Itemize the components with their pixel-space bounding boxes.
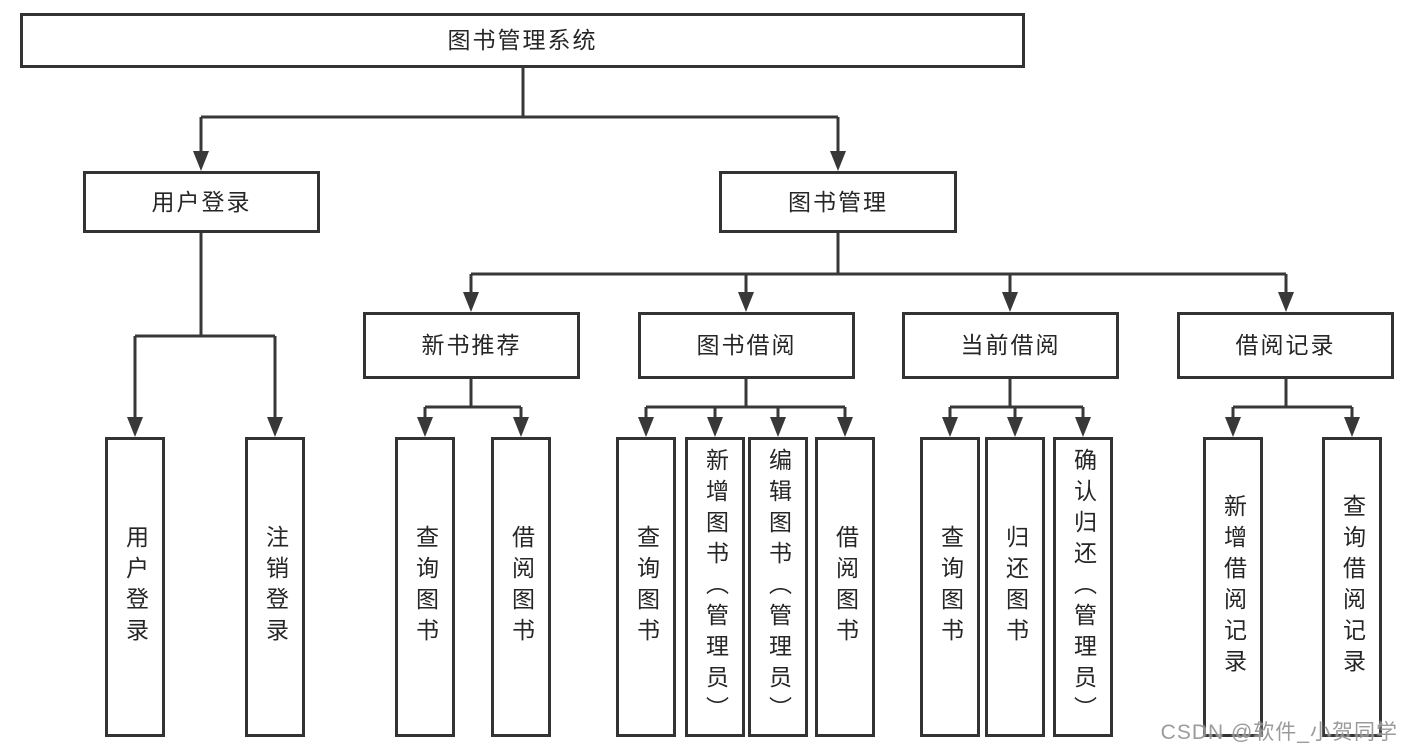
arrowhead-icon: [1002, 292, 1018, 312]
leaf-query-books-borrow: 查询图书: [616, 437, 676, 737]
leaf-user-login: 用户登录: [105, 437, 165, 737]
leaf-add-books-admin: 新增图书（管理员）: [685, 437, 745, 737]
leaf-label: 查询借阅记录: [1339, 494, 1366, 680]
node-current-borrowing: 当前借阅: [902, 312, 1119, 379]
leaf-label: 编辑图书（管理员）: [765, 447, 792, 727]
node-book-borrowing: 图书借阅: [638, 312, 855, 379]
arrowhead-icon: [837, 417, 853, 437]
arrowhead-icon: [638, 417, 654, 437]
node-label: 当前借阅: [960, 332, 1061, 358]
node-new-book-recommendation: 新书推荐: [363, 312, 580, 379]
arrowhead-icon: [1278, 292, 1294, 312]
leaf-label: 查询图书: [937, 525, 964, 649]
arrowhead-icon: [1225, 417, 1241, 437]
node-label: 图书管理: [788, 188, 888, 215]
leaf-logout: 注销登录: [245, 437, 305, 737]
node-library-management-system: 图书管理系统: [20, 13, 1025, 68]
leaf-confirm-return-admin: 确认归还（管理员）: [1053, 437, 1113, 737]
arrowhead-icon: [942, 417, 958, 437]
arrowhead-icon: [267, 417, 283, 437]
node-user-login: 用户登录: [83, 171, 320, 233]
leaf-return-books: 归还图书: [985, 437, 1045, 737]
leaf-borrow-books-recommend: 借阅图书: [491, 437, 551, 737]
node-label: 图书借阅: [696, 332, 797, 358]
leaf-label: 归还图书: [1002, 525, 1029, 649]
arrowhead-icon: [463, 292, 479, 312]
arrowhead-icon: [770, 417, 786, 437]
leaf-label: 查询图书: [633, 525, 660, 649]
arrowhead-icon: [513, 417, 529, 437]
arrowhead-icon: [830, 151, 846, 171]
leaf-label: 新增图书（管理员）: [702, 447, 729, 727]
arrowhead-icon: [1007, 417, 1023, 437]
csdn-watermark: CSDN @软件_小贺同学: [1160, 721, 1398, 744]
node-label: 用户登录: [151, 188, 252, 215]
leaf-label: 确认归还（管理员）: [1070, 447, 1097, 727]
arrowhead-icon: [738, 292, 754, 312]
leaf-edit-books-admin: 编辑图书（管理员）: [748, 437, 808, 737]
leaf-query-books-recommend: 查询图书: [395, 437, 455, 737]
arrowhead-icon: [1344, 417, 1360, 437]
node-borrowing-records: 借阅记录: [1177, 312, 1394, 379]
node-book-management: 图书管理: [719, 171, 957, 233]
node-label: 借阅记录: [1235, 332, 1336, 358]
arrowhead-icon: [127, 417, 143, 437]
arrowhead-icon: [193, 151, 209, 171]
leaf-query-borrow-record: 查询借阅记录: [1322, 437, 1382, 737]
leaf-label: 注销登录: [262, 525, 289, 649]
node-label: 图书管理系统: [447, 27, 598, 53]
arrowhead-icon: [417, 417, 433, 437]
leaf-query-books-current: 查询图书: [920, 437, 980, 737]
leaf-label: 用户登录: [122, 525, 149, 649]
leaf-label: 新增借阅记录: [1220, 494, 1247, 680]
arrowhead-icon: [1075, 417, 1091, 437]
leaf-label: 查询图书: [412, 525, 439, 649]
arrowhead-icon: [707, 417, 723, 437]
node-label: 新书推荐: [421, 332, 522, 358]
leaf-label: 借阅图书: [832, 525, 859, 649]
leaf-label: 借阅图书: [508, 525, 535, 649]
leaf-borrow-books: 借阅图书: [815, 437, 875, 737]
leaf-add-borrow-record: 新增借阅记录: [1203, 437, 1263, 737]
